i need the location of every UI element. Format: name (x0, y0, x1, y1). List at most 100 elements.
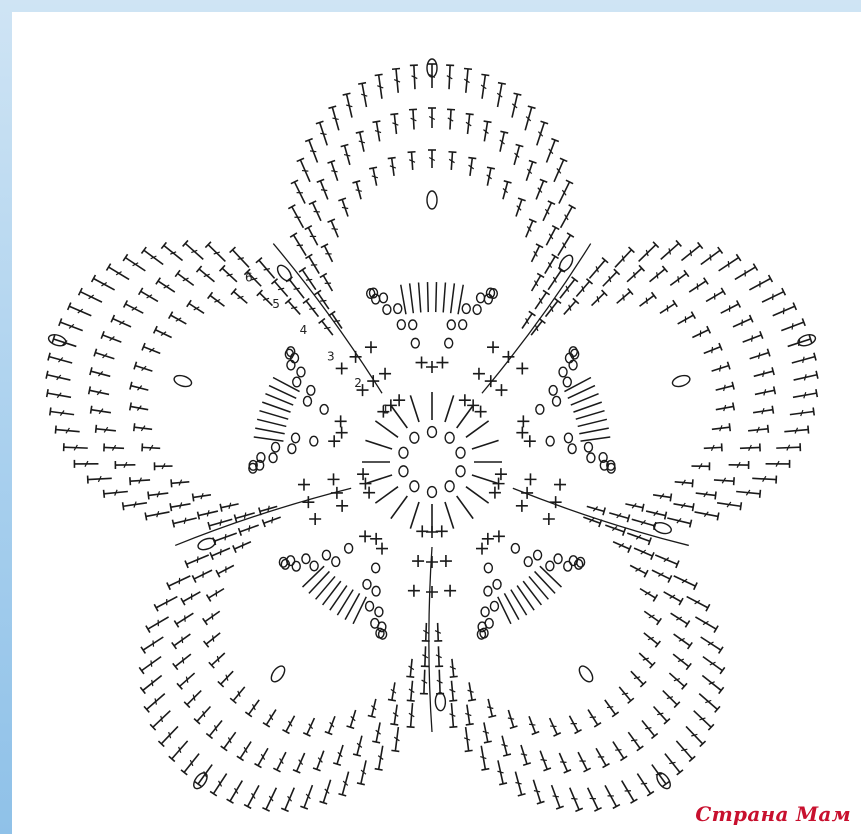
dc-top-bar (408, 152, 416, 153)
dc-cross-bar (249, 525, 250, 531)
chain-stitch (564, 561, 572, 571)
sc-stitch (524, 435, 536, 447)
chain-stitch (549, 386, 557, 396)
dc-top-bar (484, 741, 492, 743)
chain-stitch (456, 447, 465, 458)
post-stitch (511, 590, 527, 616)
dc-top-bar (375, 769, 383, 770)
dc-cross-bar (560, 762, 566, 763)
dc-cross-bar (344, 155, 350, 156)
dc-cross-bar (720, 365, 721, 371)
sc-stitch (482, 533, 494, 545)
dc-top-bar (141, 247, 146, 253)
post-stitch (323, 581, 341, 605)
chain-stitch (473, 305, 481, 315)
dc-cross-bar (623, 294, 624, 300)
dc-top-bar (210, 791, 217, 795)
dc-cross-bar (646, 298, 647, 304)
dc-top-bar (358, 83, 366, 84)
sc-stitch (524, 473, 536, 485)
dc-top-bar (369, 167, 377, 169)
dc-cross-bar (615, 750, 621, 751)
dc-top-bar (390, 724, 398, 725)
chain-stitch (484, 294, 492, 304)
dc-cross-bar (508, 718, 514, 719)
post-stitch (309, 571, 330, 593)
chain-stitch (410, 481, 419, 492)
dc-top-bar (688, 642, 693, 649)
dc-top-bar (529, 311, 536, 315)
chain-stitch (287, 360, 295, 370)
chain-stitch (411, 338, 419, 348)
dc-top-bar (390, 114, 398, 115)
dc-top-bar (481, 74, 489, 75)
dc-top-bar (808, 426, 809, 434)
dc-cross-bar (217, 656, 219, 662)
dc-top-bar (663, 782, 669, 787)
picot (173, 374, 193, 389)
petal-divider-line (273, 244, 382, 394)
dc-top-bar (174, 621, 178, 628)
dc-top-bar (449, 700, 457, 701)
chain-stitch (375, 607, 383, 617)
dc-top-bar (46, 371, 48, 379)
dc-top-bar (343, 93, 351, 95)
dc-cross-bar (324, 327, 330, 328)
dc-cross-bar (724, 385, 726, 391)
dc-top-bar (612, 712, 618, 717)
dc-cross-bar (310, 151, 316, 152)
post-stitch (330, 586, 347, 611)
dc-top-bar (717, 512, 718, 520)
dc-top-bar (388, 158, 396, 159)
dc-top-bar (171, 479, 172, 487)
spoke-stitch (445, 395, 454, 422)
chain-stitch (310, 436, 318, 446)
dc-top-bar (347, 726, 355, 728)
spoke-stitch (445, 502, 454, 529)
dc-top-bar (718, 247, 723, 253)
dc-top-bar (772, 406, 773, 414)
dc-cross-bar (197, 556, 198, 562)
sc-stitch (444, 585, 456, 597)
dc-top-bar (123, 254, 127, 261)
post-stitch (573, 402, 601, 412)
sc-stitch (554, 479, 566, 491)
dc-top-bar (234, 514, 236, 522)
chain-stitch (477, 293, 485, 303)
dc-top-bar (499, 783, 507, 785)
chain-stitch (320, 405, 328, 415)
picot (269, 664, 288, 684)
dc-cross-bar (155, 698, 156, 704)
sc-stitch (393, 394, 405, 406)
dc-cross-bar (792, 323, 793, 329)
dc-cross-bar (697, 283, 698, 289)
dc-top-bar (814, 353, 816, 361)
dc-top-bar (468, 158, 476, 159)
post-stitch (410, 283, 414, 313)
post-stitch (259, 411, 288, 420)
dc-cross-bar (229, 503, 231, 509)
chain-stitch (292, 433, 300, 443)
dc-top-bar (407, 700, 415, 701)
spoke-stitch (472, 475, 499, 484)
dc-top-bar (729, 423, 730, 431)
dc-top-bar (685, 621, 689, 628)
post-stitch (419, 283, 421, 313)
round-label-5: 5 (272, 297, 280, 311)
post-stitch (529, 576, 548, 599)
dc-top-bar (772, 367, 774, 375)
spoke-stitch (466, 487, 489, 503)
post-stitch (262, 402, 290, 412)
chain-stitch (372, 563, 380, 573)
dc-top-bar (487, 167, 495, 169)
dc-top-bar (684, 270, 689, 276)
sc-stitch (493, 530, 505, 542)
chain-stitch (459, 320, 467, 330)
chain-stitch (568, 444, 576, 454)
chain-stitch (293, 377, 301, 387)
sc-stitch (331, 487, 343, 499)
dc-top-bar (195, 782, 201, 787)
dc-top-bar (407, 727, 415, 728)
dc-cross-bar (320, 133, 326, 134)
spoke-stitch (472, 440, 499, 449)
